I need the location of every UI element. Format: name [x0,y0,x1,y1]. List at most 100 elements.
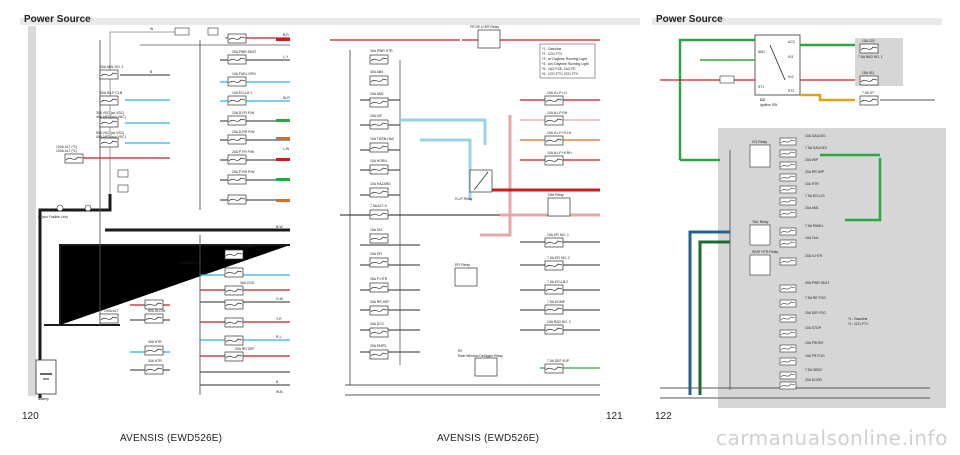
fuse-label: 15A IG2 [370,228,382,232]
relay-label: FR DE-ICER Relay [470,25,499,29]
fuse-label: 20A A/F [370,114,382,118]
fuse-label: 30A PWR HTR [370,49,393,53]
fuse-label: 30A DCC [370,322,385,326]
fuse-label: 30A HTR [148,359,162,363]
fuse-label: 10A ECU-B 1 [232,91,252,95]
relay-label: TAIL Relay [752,220,769,224]
page-number-middle: 121 [606,411,623,422]
wire-code: W-R [283,96,290,100]
note: *2 : 1CD-FTV [848,322,869,326]
fuse-label: 30A HTR [240,245,254,249]
note: *5 : 1AZ-FSE, 1AZ-FE [542,67,576,71]
footer-middle: AVENSIS (EWD526E) [437,433,540,444]
fuse-label: 10A STOP [805,326,822,330]
terminal: AM1 [758,50,765,54]
fuse-label: 30A PWR SEAT [232,50,256,54]
fuse-label: 30A RR DEF [235,347,254,351]
fuse-label: 20A DOOR [805,378,823,382]
fuse-label: 30A PWR SEAT [805,281,829,285]
fuse-label: 40A HTR [148,340,162,344]
wire-code: L-Y [283,55,289,59]
fuse-label: 7.5A ECU-IG [805,194,825,198]
fuse-label: 25A EMPS [370,344,387,348]
fuse-label: 7.5A OBD2 [805,368,822,372]
relay-label: SEAT HTR Relay [752,250,778,254]
footer-left: AVENSIS (EWD526E) [120,433,223,444]
fuse-label: 20A WIP [805,158,819,162]
page-number-right: 122 [655,411,672,422]
wire-code: B [276,380,279,384]
relay-label: EFI Relay [455,263,470,267]
fuse-label: 7.5A RAD NO. 1 [858,55,883,59]
fuse-label: 100A ALT (*1) [56,149,77,153]
watermark: carmanualsonline.info [716,426,948,450]
fuse-label: 140A ALT [104,309,118,313]
fuse-label: 30A RR DEF [370,300,389,304]
terminal: ACC [788,40,796,44]
wire-code: B-R [283,33,289,37]
fuse-label: 7.5A PANEL [805,224,824,228]
fuse-label: 40A ABS (w/o VSC) [96,135,126,139]
wire-code: Y-R [276,317,282,321]
fuse-label: 10A EFI NO. 1 [547,233,569,237]
wire-code: W-B [276,390,283,394]
fuse-label: 10A HORN [370,159,387,163]
fuse-label: 30A CDS [240,281,255,285]
fuse-label: 10A FR FOG [805,354,825,358]
fuse-label: 10A TAIL [805,236,819,240]
fuse-label: 10A GAUGE1 [805,134,826,138]
fuse-label: 50A VSC (w/ VSC) [96,131,124,135]
fuse-label: 20A RR WIP [805,170,825,174]
terminal: ST2 [788,89,794,93]
fuse-label: 120A ALT (*2) [56,145,77,149]
wire-code: R-L [276,335,282,339]
wire-code: W [150,27,154,31]
page-number-left: 120 [22,411,39,422]
wire-code: L-W [283,147,290,151]
terminal: IG2 [788,75,794,79]
fuse-label: 10A HTR [805,182,819,186]
fuse-label: 7.5A EFI NO. 2 [547,256,570,260]
note: *1 : Gasoline [848,317,868,321]
battery-label: Battery [38,397,49,401]
right-page-title: Power Source [656,14,723,25]
fuse-label: 10A H-LP HI RH [547,151,572,155]
fuse-label: 20A D-FR P/W [232,111,255,115]
fuse-label: 7.5A ECU-B 2 [547,280,568,284]
ig-switch-code: I13 [760,98,765,102]
fuse-label: 30A AM1 NO. 1 [100,65,123,69]
fuse-label: 20A D/R FOG [805,311,826,315]
wire-code: B [150,70,153,74]
note: *3 : w/ Daytime Running Light [542,57,587,61]
fuse-label: 10A FUEL OPN [232,72,256,76]
fuse-label: 30A AM1 NO. 1 [180,261,203,265]
fuse-label: 50A GLOW [148,309,166,313]
fuse-label: 20A EFI [370,252,382,256]
fuse-label: 10A FRONT [805,341,823,345]
fuse-label: 10A RAD NO. 2 [547,320,571,324]
fuse-label: 20A AM1 [805,206,819,210]
fuse-label: 10A H-LP LH [547,91,567,95]
relay-label: IG1 Relay [752,140,767,144]
fuse-label: 7.5A ST [862,91,874,95]
right-panel [660,34,946,408]
fuse-label: 10A H-LP RH [547,111,568,115]
middle-panel [330,29,600,396]
fuse-label: 7.5A RR FOG [805,296,826,300]
fuse-label: 15A CIG [862,39,875,43]
left-page-title: Power Source [24,14,91,25]
note: *4 : w/o Daytime Running Light [542,62,589,66]
fuse-label: 20A D-RR P/W [232,130,255,134]
note: *6 : 1CD-FTV, 2CD-FTV [542,72,579,76]
relay-label: DIM Relay [548,193,564,197]
fuse-label: 10A TURN-HAZ [370,137,394,141]
relay-label: H-LP Relay [455,197,473,201]
wire-code: G-W [276,297,284,301]
relay-code: R2 [458,349,462,353]
fuse-label: 7.5A ALT-S [370,204,387,208]
terminal: ST1 [758,85,764,89]
fuse-label: 10A H-LP HI LH [547,131,572,135]
fuse-label: 20A P-FR P/W [232,150,255,154]
fuse-label: 7.5A DOME [547,300,566,304]
left-header-bar [20,18,640,25]
